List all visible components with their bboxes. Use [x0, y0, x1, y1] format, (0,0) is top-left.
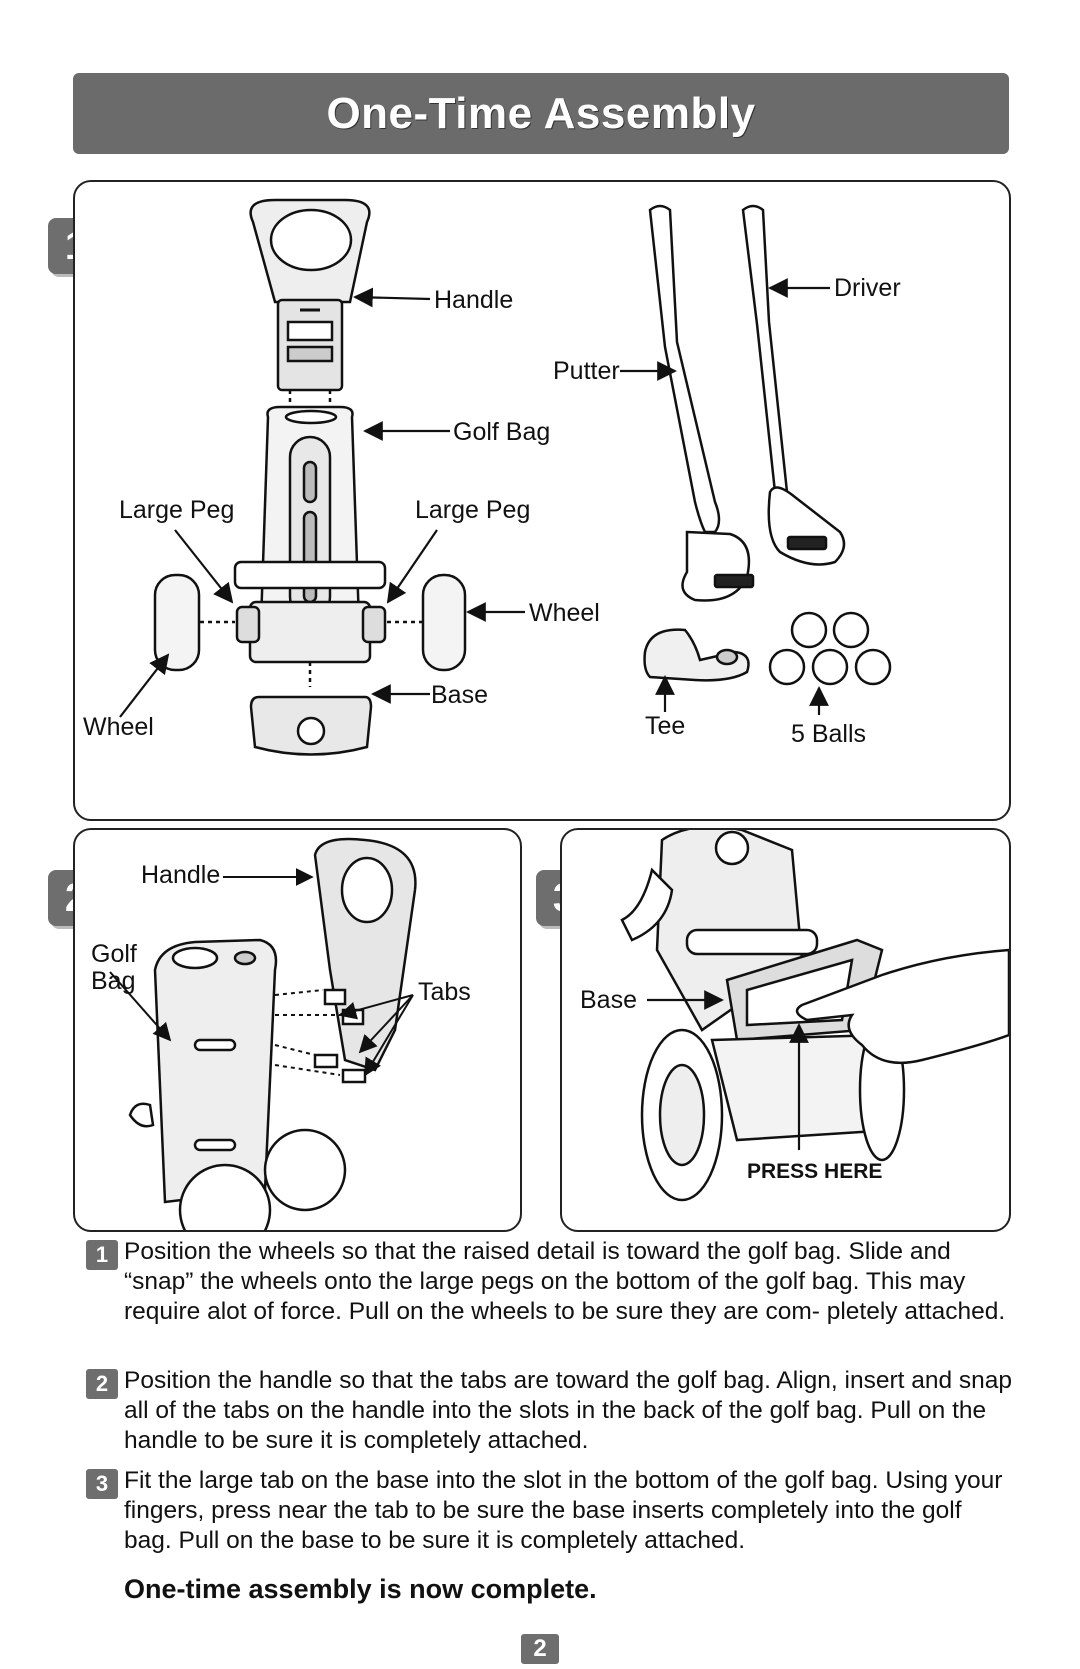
putter-club [648, 204, 755, 602]
instruction-2-number: 2 [86, 1369, 118, 1399]
large-peg-left-label: Large Peg [119, 496, 235, 524]
base-label: Base [431, 681, 488, 709]
balls-label: 5 Balls [791, 720, 867, 748]
golf-balls [768, 611, 892, 686]
driver-club [741, 204, 846, 566]
driver-label: Driver [834, 274, 901, 302]
handle-attach-illustration [109, 837, 417, 1230]
golf-bag-label: Golf Bag [453, 418, 551, 446]
golf-bag-part [233, 405, 387, 664]
hand [795, 948, 1009, 1065]
handle-part [249, 198, 371, 392]
left-peg [235, 605, 261, 644]
press-here-label: PRESS HERE [747, 1160, 883, 1183]
instruction-1: 1 Position the wheels so that the raised… [86, 1237, 1016, 1367]
completion-message: One-time assembly is now complete. [124, 1574, 597, 1604]
large-peg-right-label: Large Peg [415, 496, 531, 524]
golf-bag-label-line1: Golf [91, 940, 137, 968]
handle-attach-panel: Handle Golf Bag Tabs [73, 828, 522, 1232]
tee-part [643, 628, 750, 682]
handle-label: Handle [434, 286, 514, 314]
base-part [249, 695, 373, 756]
instruction-3: 3 Fit the large tab on the base into the… [86, 1466, 1016, 1562]
title-banner: One-Time Assembly [73, 73, 1009, 154]
right-peg [361, 605, 387, 644]
instruction-2: 2 Position the handle so that the tabs a… [86, 1366, 1016, 1462]
instruction-3-text: Fit the large tab on the base into the s… [124, 1467, 1003, 1554]
golf-bag-label-line2: Bag [91, 967, 136, 995]
wheel-left-label: Wheel [83, 713, 154, 741]
right-wheel [421, 573, 467, 672]
parts-illustration [119, 198, 892, 756]
tabs-label: Tabs [418, 978, 471, 1006]
cart-wheels [640, 1018, 906, 1202]
instruction-1-number: 1 [86, 1240, 118, 1270]
putter-label: Putter [553, 357, 620, 385]
page-title: One-Time Assembly [326, 88, 756, 138]
instruction-1-text: Position the wheels so that the raised d… [124, 1238, 1006, 1325]
tee-label: Tee [645, 712, 686, 740]
base-attach-illustration [620, 830, 1009, 1202]
golf-bag-body [128, 938, 347, 1230]
base-attach-panel: Base PRESS HERE [560, 828, 1011, 1232]
left-wheel [153, 573, 201, 672]
instruction-2-text: Position the handle so that the tabs are… [124, 1367, 1013, 1454]
parts-diagram-panel: Handle Golf Bag Large Peg Large Peg Whee… [73, 180, 1011, 821]
instruction-3-number: 3 [86, 1469, 118, 1499]
page-number: 2 [521, 1634, 559, 1664]
base-label-3: Base [580, 986, 637, 1014]
handle-label-2: Handle [141, 861, 221, 889]
wheel-right-label: Wheel [529, 599, 600, 627]
